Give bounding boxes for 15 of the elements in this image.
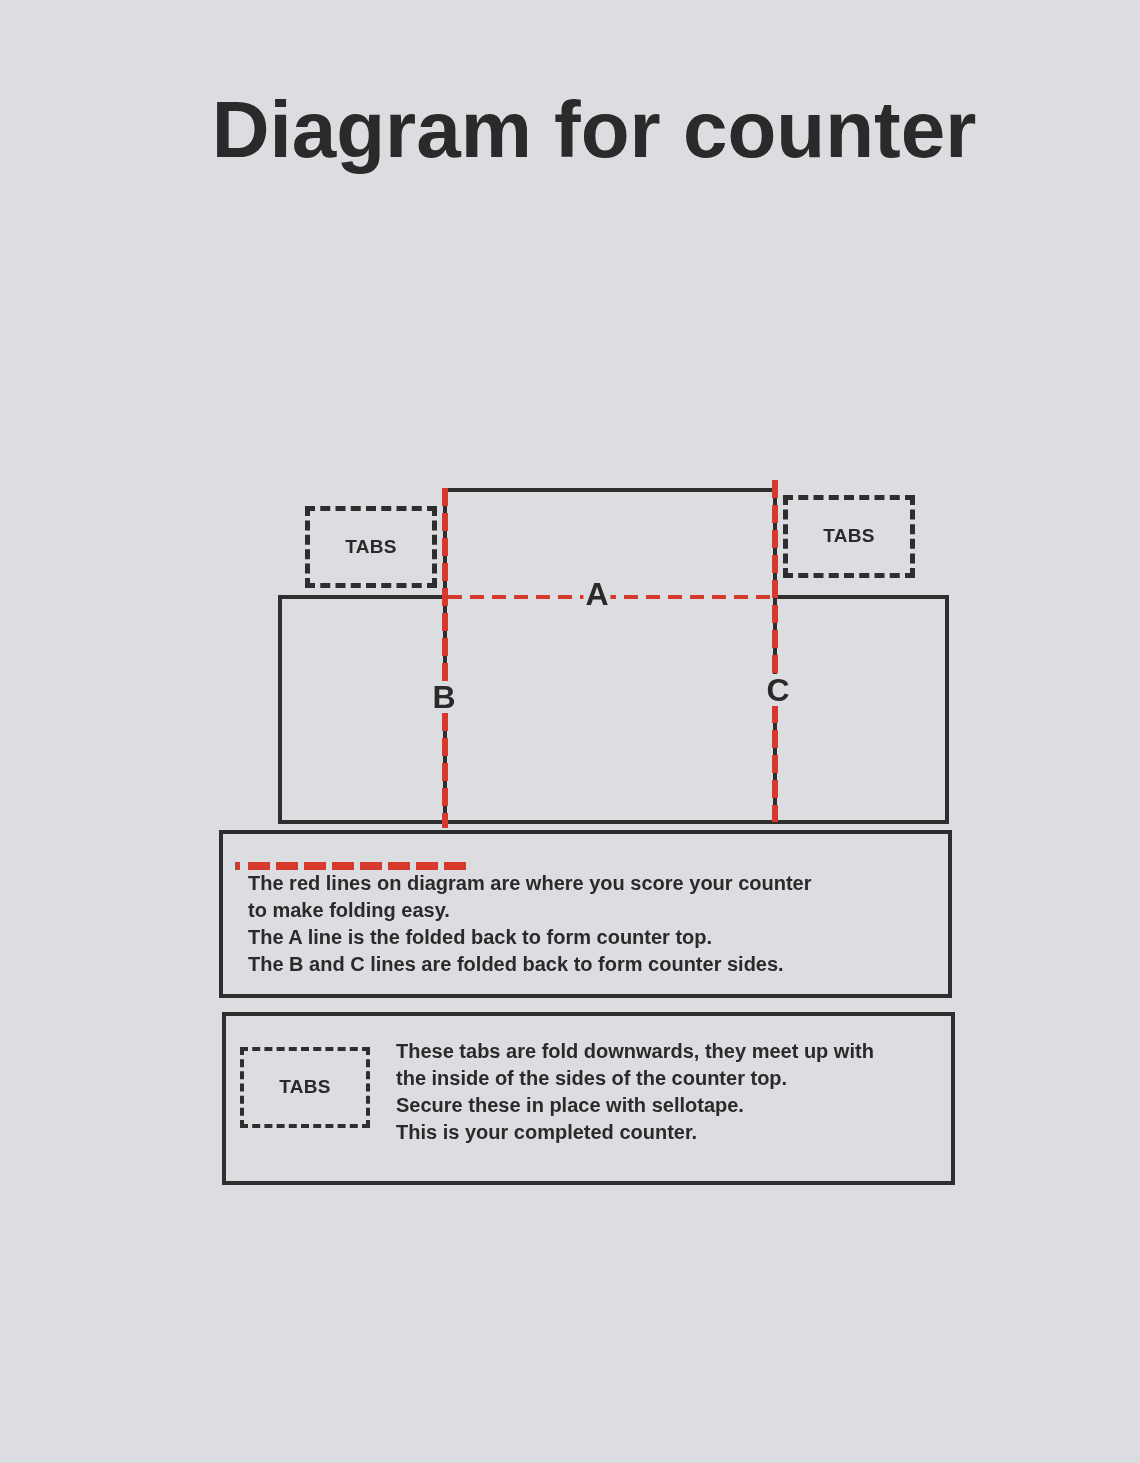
note-text: The A line is the folded back to form counter top.: [248, 925, 714, 950]
tab-label: TABS: [823, 526, 875, 547]
note-text: The red lines on diagram are where you score your counter to make folding easy.: [248, 871, 813, 923]
note-text: This is your completed counter.: [396, 1120, 699, 1145]
dashed-tab-box: [305, 506, 437, 588]
note-text: The B and C lines are folded back to form counter sides.: [248, 952, 785, 977]
note-text: Secure these in place with sellotape.: [396, 1093, 745, 1118]
note-text: These tabs are fold downwards, they meet up with the inside of the sides of the counter top.: [396, 1039, 875, 1091]
dashed-tab-box: [240, 1047, 370, 1128]
tab-label: TABS: [345, 536, 397, 558]
note-box: [222, 1012, 955, 1185]
fold-line-letter: C: [764, 674, 792, 706]
tab-label: TABS: [279, 1077, 331, 1098]
note-box: [219, 830, 952, 998]
dashed-tab-box: [783, 495, 915, 578]
